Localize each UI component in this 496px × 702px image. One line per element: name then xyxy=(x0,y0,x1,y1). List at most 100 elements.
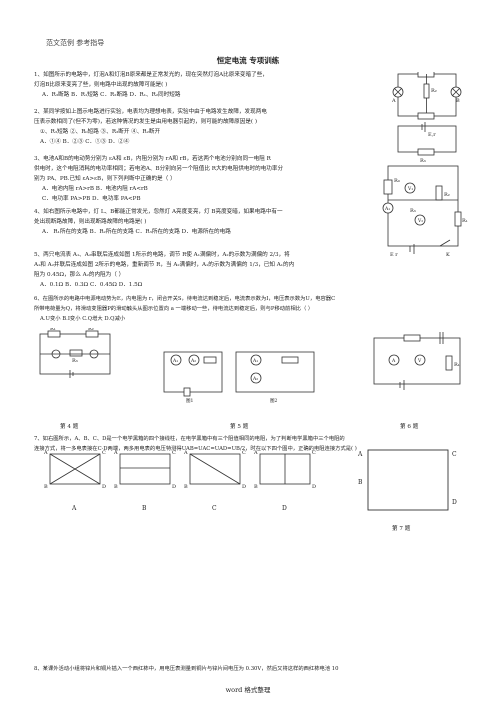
q3-options-2: C．电功率 PA>PB D．电功率 PA<PB xyxy=(42,196,141,202)
page-header: 范文范例 参考指导 xyxy=(46,39,105,47)
q6-options: A.U变小 B.I变小 C.Q增大 D.Q减小 xyxy=(40,316,126,322)
svg-text:A₁: A₁ xyxy=(384,206,390,212)
svg-text:A: A xyxy=(183,450,188,456)
question-6: 6、在图所示的电路中电源电动势为E，内电阻为 r，闭合开关S，待电流达到稳定后，… xyxy=(34,294,335,324)
option-label-a: A xyxy=(71,505,77,512)
q3-line3: 别为 PA、PB.已知 εA>εB，则下列判断中正确的是（ ） xyxy=(34,176,176,182)
fig5-label-1: 图1 xyxy=(186,398,193,404)
svg-text:B: B xyxy=(44,484,48,490)
svg-text:V: V xyxy=(417,358,422,364)
svg-text:A₁: A₁ xyxy=(172,358,178,364)
q1-options: A．R₃断路 B．R₁短路 C．R₂断路 D．R₁、R₂同时短路 xyxy=(42,92,181,98)
q1-line1: 1、如图所示的电路中，灯泡A和灯泡B原来都是正常发光的，现在突然灯泡A比原来变暗… xyxy=(34,72,268,78)
q5-options: A．0.1Ω B．0.3Ω C．0.45Ω D．1.5Ω xyxy=(40,282,143,288)
svg-text:R₂: R₂ xyxy=(444,192,450,198)
q7-line1: 7、如右图所示，A、B、C、D是一个电学黑箱的四个接线柱，在电学黑箱中有三个阻值… xyxy=(34,436,345,442)
svg-text:R₂: R₂ xyxy=(431,88,437,94)
q2-line1: 2、某同学按如上图示电路进行实验，电表均为理想电表，实验中由于电路发生故障，发现… xyxy=(34,109,267,115)
svg-text:C: C xyxy=(312,450,316,456)
svg-text:R₁: R₁ xyxy=(421,72,427,74)
q3-options-1: A．电池内阻 rA>rB B．电池内阻 rA<rB xyxy=(42,186,148,192)
q7-line2: 连接方式，将一多电表接在C·D两端，两多用电表的电压特测得UAB=UAC=UAD… xyxy=(34,446,357,452)
q3-line2: 供电时，这个电阻消耗的电功率相同；若电池A、B分别向另一个阻值比 R大的电阻供电… xyxy=(34,166,284,172)
black-box-figure: A C B D xyxy=(357,449,457,511)
q6-line2: 所带电荷量为Q，将滑动变阻器P的滑动触头从图示位置向 a 一端移动一些，待电流达… xyxy=(34,306,314,312)
svg-text:B: B xyxy=(254,484,258,490)
svg-text:C: C xyxy=(172,450,176,456)
svg-text:B: B xyxy=(184,484,188,490)
q5-line3: 阻为 0.45Ω，那么 A₂的内阻为（ ） xyxy=(34,272,125,278)
q2-line2: 压表示数相同了(但不为零)，若这种情况的发生是由用电器引起的，则可能的故障原因是… xyxy=(34,119,258,125)
svg-text:V₂: V₂ xyxy=(417,218,423,224)
fig5-label-2: 图2 xyxy=(270,398,277,404)
svg-text:V₁: V₁ xyxy=(407,186,413,192)
question-7: 7、如右图所示，A、B、C、D是一个电学黑箱的四个接线柱，在电学黑箱中有三个阻值… xyxy=(34,434,357,454)
svg-text:K: K xyxy=(446,252,450,258)
caption-fig4: 第 4 题 xyxy=(60,424,79,430)
caption-fig7: 第 7 题 xyxy=(392,526,411,532)
svg-text:C: C xyxy=(102,450,106,456)
circuit-figure-5: A₁ A₂ A₁ A₂ 图1 图2 xyxy=(163,351,315,404)
svg-text:R₀: R₀ xyxy=(394,178,400,184)
q4-options: A． R₁所在的支路 B．R₂所在的支路 C．R₃所在的支路 D．电源所在的电路 xyxy=(42,229,231,235)
question-4: 4、如右图所示电路中，灯 L、B都能正常发光，忽然灯 A亮度变亮，灯 B亮度变暗… xyxy=(34,207,283,237)
svg-text:E,r: E,r xyxy=(428,132,436,138)
svg-text:A: A xyxy=(113,450,118,456)
svg-text:C: C xyxy=(242,450,246,456)
svg-text:A₁: A₁ xyxy=(252,358,258,364)
option-label-d: D xyxy=(282,505,287,512)
svg-text:R₃: R₃ xyxy=(72,358,78,364)
svg-text:E r: E r xyxy=(390,252,398,258)
q8-line1: 8、某课外活动小组将锌片和铜片插入一个西红柿中，用电压表测量到铜片与锌片间电压为… xyxy=(34,666,339,672)
svg-text:R₁: R₁ xyxy=(462,218,468,224)
svg-text:B: B xyxy=(358,479,363,486)
svg-text:C: C xyxy=(438,330,442,332)
svg-text:D: D xyxy=(452,499,457,506)
q3-line1: 3、电池A和B的电动势分别为 εA和 εB，内阻分别为 rA和 rB，若这两个电… xyxy=(34,156,271,162)
option-label-b: B xyxy=(142,505,147,512)
svg-text:R₃: R₃ xyxy=(410,208,416,214)
q4-line2: 处出现断路故障，则出现断路故障的电路是( ) xyxy=(34,219,147,225)
question-5: 5、两只电流表 A₁、A₂串联后连成如图 1所示的电路，调节 R使 A₁满偏时，… xyxy=(34,250,294,290)
svg-text:A: A xyxy=(391,358,396,364)
q6-line1: 6、在图所示的电路中电源电动势为E，内电阻为 r，闭合开关S，待电流达到稳定后，… xyxy=(34,296,336,302)
svg-text:B: B xyxy=(456,98,460,104)
svg-text:D: D xyxy=(242,484,246,490)
svg-text:A: A xyxy=(357,451,363,458)
svg-text:B: B xyxy=(114,484,118,490)
circuit-diagram-q2: R₃ E,r xyxy=(397,122,457,162)
page-title: 恒定电流 专项训练 xyxy=(216,56,280,65)
q2-options-1: ①、R₃短路 ②、R₀短路 ③、R₃断开 ④、R₂断开 xyxy=(40,129,161,135)
circuit-diagram-q4: R₀ V₁ A₁ R₂ R₃ V₂ R₁ E r K xyxy=(382,165,468,258)
page-footer: word 格式整理 xyxy=(225,686,271,694)
question-3: 3、电池A和B的电动势分别为 εA和 εB，内阻分别为 rA和 rB，若这两个电… xyxy=(34,154,283,204)
circuit-figure-6: C A V R₁ xyxy=(373,330,461,390)
svg-text:R₃: R₃ xyxy=(420,158,426,162)
svg-text:A₂: A₂ xyxy=(252,376,258,382)
svg-text:R₁: R₁ xyxy=(454,362,460,368)
caption-fig5: 第 5 题 xyxy=(230,424,249,430)
svg-text:R₁: R₁ xyxy=(50,328,56,332)
svg-text:C: C xyxy=(452,451,457,458)
question-1: 1、如图所示的电路中，灯泡A和灯泡B原来都是正常发光的，现在突然灯泡A比原来变暗… xyxy=(34,70,268,100)
svg-text:D: D xyxy=(102,484,106,490)
caption-fig6: 第 6 题 xyxy=(400,424,419,430)
option-label-c: C xyxy=(212,505,217,512)
svg-text:A: A xyxy=(253,450,258,456)
q1-line2: 灯泡B比原来变亮了些，则电路中出现的故障可能是( ) xyxy=(34,82,168,88)
circuit-figure-4: R₁ R₂ R₃ xyxy=(39,328,111,378)
svg-text:R₂: R₂ xyxy=(88,328,94,332)
question-8: 8、某课外活动小组将锌片和铜片插入一个西红柿中，用电压表测量到铜片与锌片间电压为… xyxy=(34,664,339,674)
svg-text:D: D xyxy=(172,484,176,490)
circuit-diagram-q1: R₁ A B R₂ xyxy=(392,72,462,120)
q2-options-2: A．①④ B．②③ C．①③ D．②④ xyxy=(40,139,130,145)
svg-text:A: A xyxy=(43,450,48,456)
svg-text:A₂: A₂ xyxy=(190,358,196,364)
q4-line1: 4、如右图所示电路中，灯 L、B都能正常发光，忽然灯 A亮度变亮，灯 B亮度变暗… xyxy=(34,209,283,215)
svg-text:D: D xyxy=(312,484,316,490)
svg-text:A: A xyxy=(392,98,396,104)
q5-line1: 5、两只电流表 A₁、A₂串联后连成如图 1所示的电路，调节 R使 A₁满偏时，… xyxy=(34,252,290,258)
question-2: 2、某同学按如上图示电路进行实验，电表均为理想电表，实验中由于电路发生故障，发现… xyxy=(34,107,267,147)
q5-line2: A₁和 A₂并联后连成如图 2所示的电路，重新调节 R，当 A₂满偏时，A₁的示… xyxy=(34,262,295,268)
q7-option-diagrams: A C B D A C B D A C B D A C B D A B C D xyxy=(43,450,316,512)
